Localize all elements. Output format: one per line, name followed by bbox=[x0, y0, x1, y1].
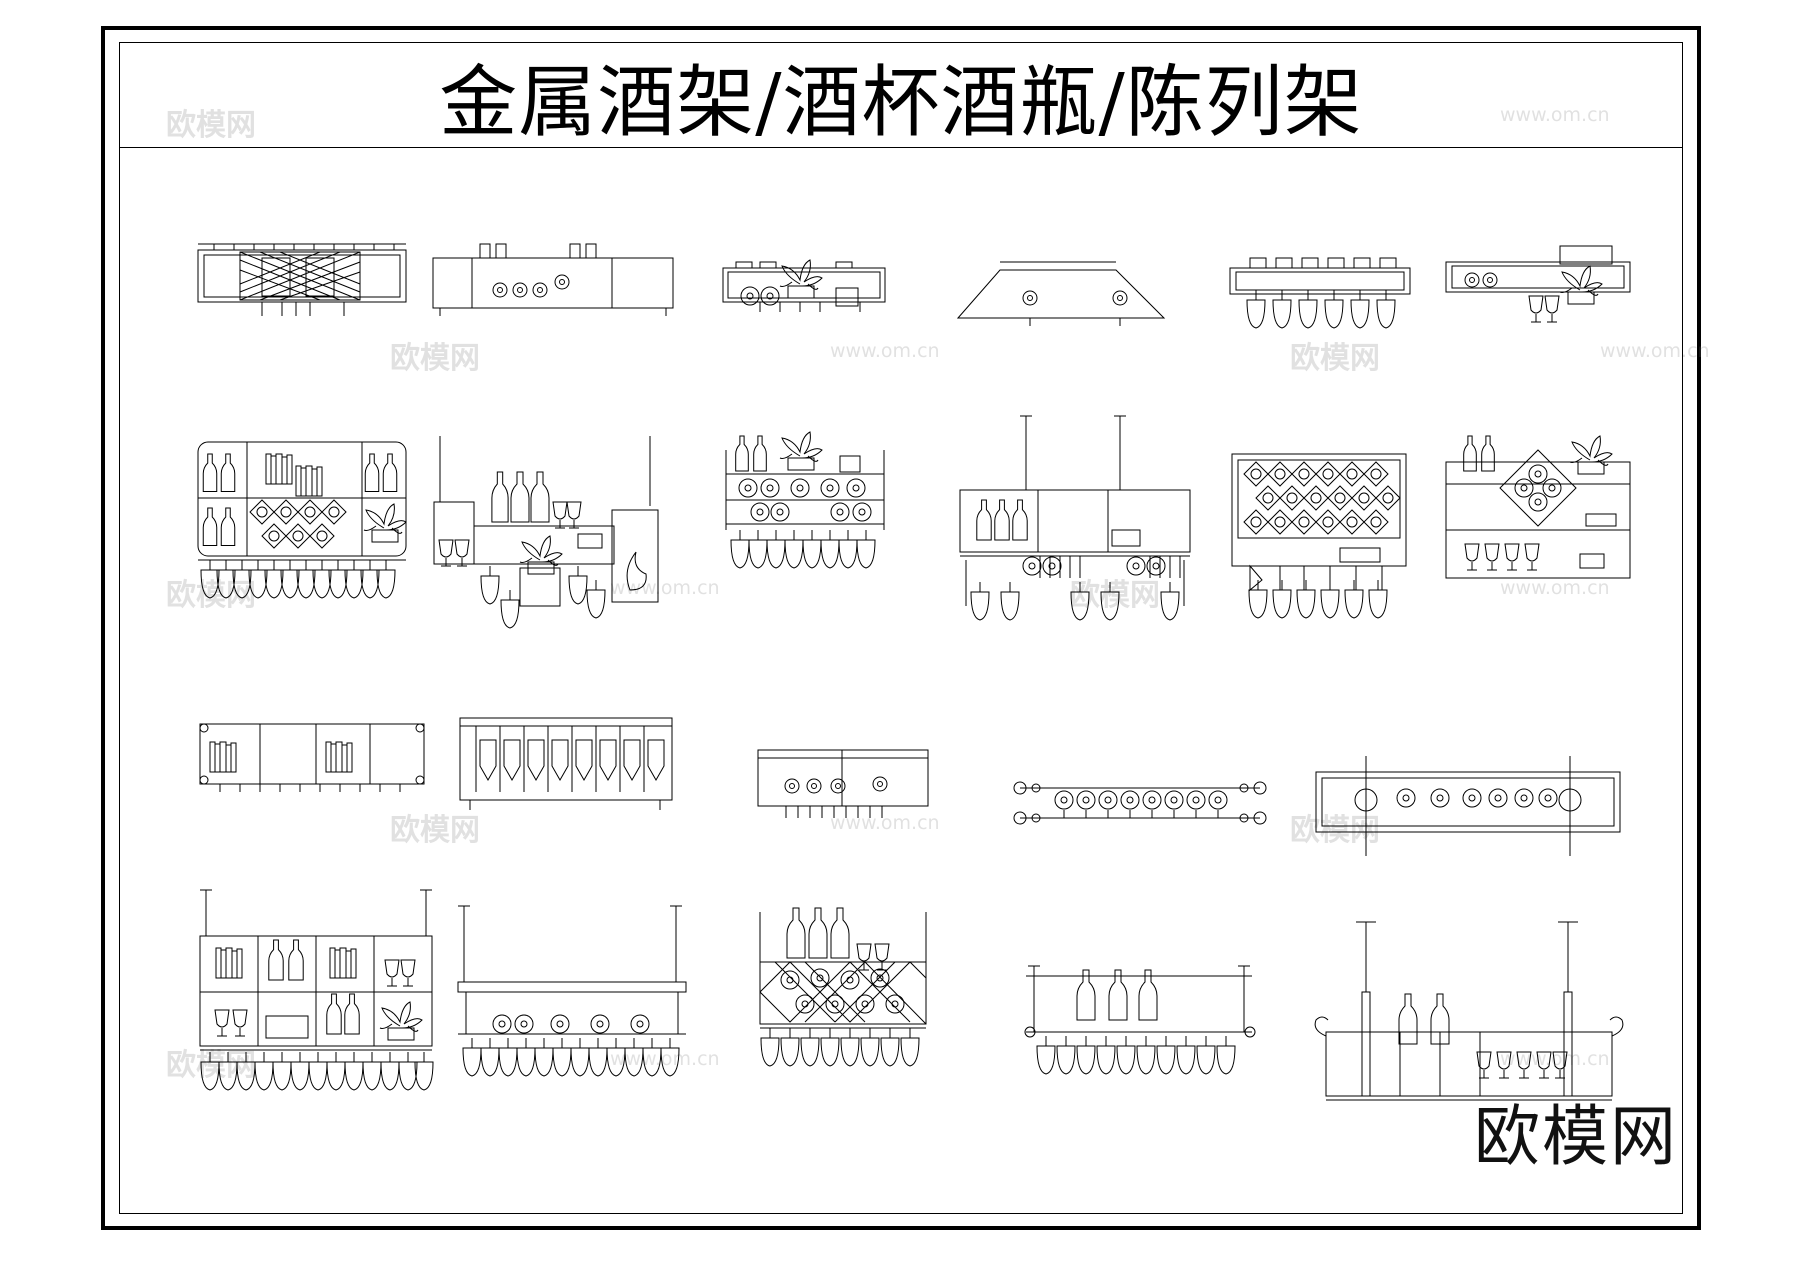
outer-border bbox=[101, 26, 1701, 1230]
drawing-r2-3 bbox=[726, 431, 884, 569]
watermark-brand: 欧模网 bbox=[390, 341, 480, 376]
watermark-url: www.om.cn bbox=[1600, 340, 1710, 362]
title-divider bbox=[119, 147, 1683, 148]
drawing-r2-1 bbox=[198, 442, 407, 599]
watermark-url: www.om.cn bbox=[830, 340, 940, 362]
drawing-r4-5 bbox=[1315, 922, 1623, 1100]
watermark-url: www.om.cn bbox=[610, 577, 720, 599]
drawing-r1-5 bbox=[1230, 258, 1410, 329]
watermark-brand: 欧模网 bbox=[390, 813, 480, 848]
drawing-r1-6 bbox=[1446, 246, 1630, 323]
drawing-r3-1 bbox=[200, 724, 424, 792]
drawing-r2-4 bbox=[960, 416, 1190, 621]
watermark-brand: 欧模网 bbox=[1290, 813, 1380, 848]
drawing-r1-1 bbox=[198, 244, 406, 316]
watermark-url: www.om.cn bbox=[1500, 577, 1610, 599]
drawing-r2-5 bbox=[1232, 454, 1406, 619]
inner-border bbox=[119, 42, 1683, 1214]
watermark-url: www.om.cn bbox=[1500, 104, 1610, 126]
drawing-r2-2 bbox=[434, 436, 658, 629]
drawing-r4-4 bbox=[1025, 966, 1255, 1075]
watermark-url: www.om.cn bbox=[1500, 1048, 1610, 1070]
watermark-brand: 欧模网 bbox=[1290, 341, 1380, 376]
drawing-r4-3 bbox=[760, 907, 926, 1067]
watermark-brand: 欧模网 bbox=[166, 1048, 256, 1083]
drawing-r2-6 bbox=[1446, 435, 1630, 578]
watermark-logo-text: 欧模网 bbox=[1474, 1098, 1678, 1175]
drawing-r4-2 bbox=[458, 906, 686, 1077]
drawing-r3-2 bbox=[460, 718, 672, 810]
sheet-title: 金属酒架/酒杯酒瓶/陈列架 bbox=[439, 58, 1363, 148]
watermark-url: www.om.cn bbox=[830, 812, 940, 834]
drawing-r3-4 bbox=[1014, 782, 1266, 824]
drawing-r4-1 bbox=[200, 890, 434, 1091]
drawing-r1-3 bbox=[723, 259, 885, 312]
watermark-brand: 欧模网 bbox=[1070, 578, 1160, 613]
drawing-r3-5 bbox=[1316, 756, 1620, 856]
drawing-r3-3 bbox=[758, 750, 928, 818]
watermark-brand: 欧模网 bbox=[166, 108, 256, 143]
watermark-brand: 欧模网 bbox=[166, 578, 256, 613]
watermark-url: www.om.cn bbox=[610, 1048, 720, 1070]
drawing-r1-4 bbox=[958, 262, 1164, 326]
drawing-r1-2 bbox=[433, 244, 673, 316]
